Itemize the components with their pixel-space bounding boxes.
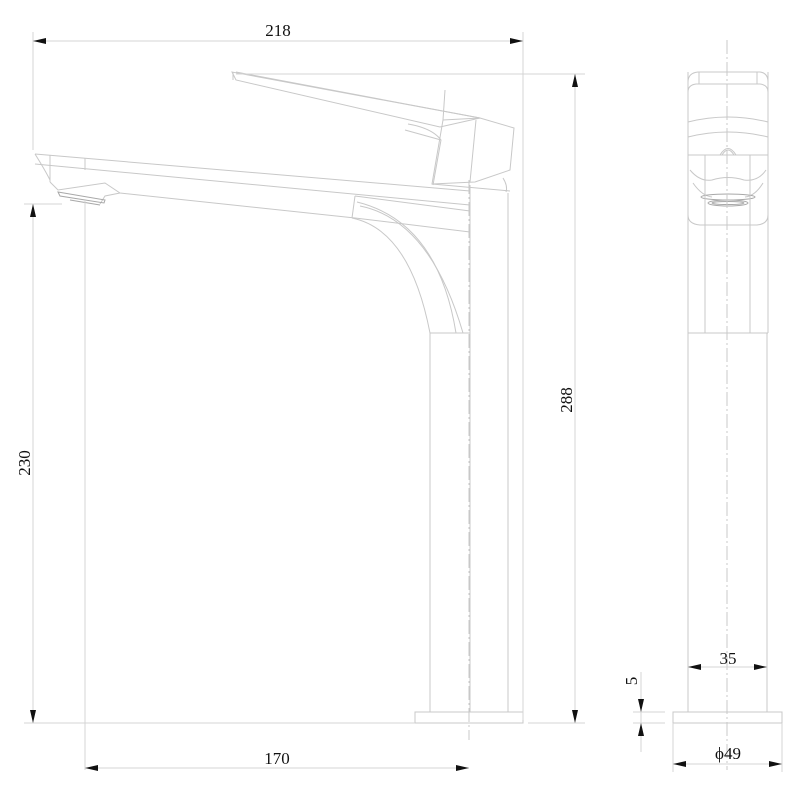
- handle-block: [404, 89, 515, 193]
- front-view: [672, 40, 783, 770]
- dimension-5: 5: [622, 672, 665, 752]
- side-view: [34, 71, 524, 770]
- overall-height-label: 288: [557, 387, 576, 413]
- base-diameter-label: ϕ49: [715, 744, 741, 763]
- aerator: [57, 191, 106, 206]
- front-aerator: [700, 193, 756, 207]
- spout-reach-label: 170: [264, 749, 290, 768]
- body-column: [429, 185, 509, 712]
- dimension-phi49: ϕ49: [672, 723, 783, 772]
- front-spout: [687, 155, 769, 226]
- dimension-35: 35: [688, 649, 767, 670]
- body-width-label: 35: [720, 649, 737, 668]
- overall-width-label: 218: [265, 21, 291, 40]
- base-thickness-label: 5: [622, 677, 641, 686]
- front-body-column: [687, 72, 769, 712]
- spout: [34, 153, 471, 233]
- dimension-218: 218: [32, 21, 524, 720]
- spout-bend: [351, 195, 471, 334]
- spout-height-label: 230: [15, 450, 34, 476]
- dimension-170: 170: [85, 749, 469, 771]
- dimension-288: 288: [236, 73, 585, 724]
- handle-lever: [231, 71, 481, 128]
- dimension-230: 230: [15, 203, 415, 724]
- front-handle: [687, 71, 769, 156]
